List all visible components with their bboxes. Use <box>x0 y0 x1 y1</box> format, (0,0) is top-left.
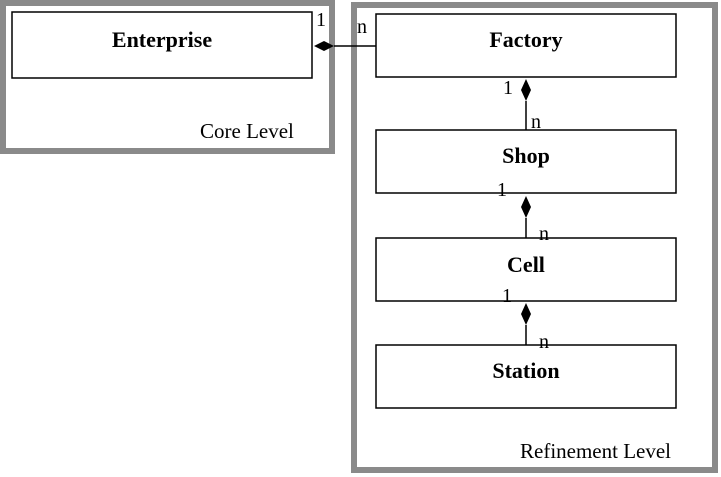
entity-cell: Cell <box>375 237 677 302</box>
refinement-level-group: Refinement Level <box>351 2 718 473</box>
enterprise-label: Enterprise <box>112 27 212 52</box>
station-label: Station <box>492 358 559 383</box>
multiplicity-many: n <box>539 223 549 245</box>
composition-diamond-icon <box>521 196 531 218</box>
station-box <box>375 344 677 409</box>
entity-shop: Shop <box>375 129 677 194</box>
multiplicity-one: 1 <box>497 179 507 201</box>
cell-box <box>375 237 677 302</box>
entity-factory: Factory <box>375 13 677 78</box>
enterprise-box <box>11 11 313 79</box>
refinement-level-label: Refinement Level <box>520 439 671 463</box>
composition-diamond-icon <box>521 303 531 325</box>
factory-label: Factory <box>489 27 562 52</box>
multiplicity-many: n <box>531 111 541 133</box>
core-level-frame <box>0 0 335 154</box>
core-level-label: Core Level <box>200 119 294 143</box>
shop-box <box>375 129 677 194</box>
composition-diamond-icon <box>521 79 531 101</box>
core-level-group: Core Level <box>0 0 335 154</box>
connector-enterprise-factory: 1 n <box>314 9 376 51</box>
multiplicity-one: 1 <box>503 77 513 99</box>
refinement-level-frame <box>351 2 718 473</box>
composition-diamond-icon <box>314 41 334 51</box>
multiplicity-many: n <box>357 16 367 38</box>
connector-shop-cell: 1 n <box>497 179 549 245</box>
multiplicity-one: 1 <box>502 285 512 307</box>
entity-enterprise: Enterprise <box>11 11 313 79</box>
factory-box <box>375 13 677 78</box>
multiplicity-one: 1 <box>316 9 326 31</box>
shop-label: Shop <box>502 143 550 168</box>
entity-station: Station <box>375 344 677 409</box>
connector-cell-station: 1 n <box>502 285 549 353</box>
connector-factory-shop: 1 n <box>503 77 541 133</box>
cell-label: Cell <box>507 252 545 277</box>
multiplicity-many: n <box>539 331 549 353</box>
